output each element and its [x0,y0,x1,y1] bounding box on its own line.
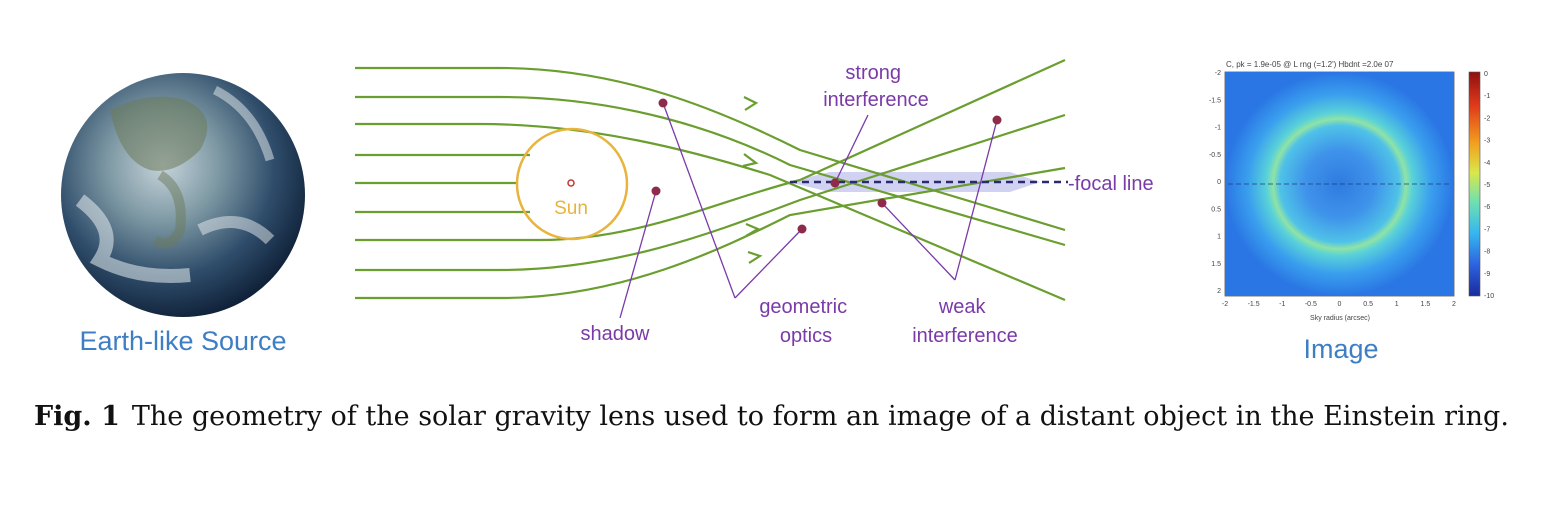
ring-x-tick-label: 1 [1395,301,1399,308]
ring-y-tick-label: 1 [1217,234,1221,241]
earth-image [61,73,305,317]
geometric-optics-label: geometric optics [759,296,852,347]
colorbar-tick-label: -8 [1484,249,1490,256]
image-label: Image [1303,334,1378,364]
ring-x-tick-label: -0.5 [1305,301,1317,308]
sun-label: Sun [554,198,588,219]
ring-y-tick-label: -2 [1215,70,1221,77]
caption-label: Fig. 1 [34,401,120,432]
ring-y-tick-label: 0.5 [1211,206,1221,213]
colorbar-tick-label: -5 [1484,182,1490,189]
ring-x-tick-label: -2 [1222,301,1228,308]
ring-x-tick-label: 0 [1338,301,1342,308]
colorbar [1468,71,1481,297]
colorbar-tick-label: -4 [1484,160,1490,167]
weak-interference-label: weak interference [912,296,1018,347]
light-rays [355,58,1066,302]
ring-x-ticks: -2 -1.5 -1 -0.5 0 0.5 1 1.5 2 [1222,301,1456,308]
ray-arrows [742,96,763,264]
ring-y-tick-label: 0 [1217,179,1221,186]
colorbar-ticks: 0 -1 -2 -3 -4 -5 -6 -7 -8 -9 -10 [1484,71,1494,300]
colorbar-tick-label: -9 [1484,271,1490,278]
figure-caption: Fig. 1 The geometry of the solar gravity … [34,398,1524,435]
shadow-label: shadow [581,323,650,345]
colorbar-tick-label: -2 [1484,115,1490,122]
ring-x-tick-label: 2 [1452,301,1456,308]
ring-y-tick-label: -1 [1215,125,1221,132]
colorbar-tick-label: 0 [1484,71,1488,78]
sun-circle [515,127,629,241]
sun-center [567,179,575,187]
strong-interference-label: strong interference [823,62,929,111]
ring-y-tick-label: -1.5 [1209,97,1221,104]
annotation-lines [619,102,998,319]
ring-y-tick-label: 1.5 [1211,261,1221,268]
ring-x-tick-label: -1 [1279,301,1285,308]
colorbar-tick-label: -6 [1484,204,1490,211]
annotation-dots [651,98,1002,234]
image-header: C, pk = 1.9e-05 @ L rng (=1.2') Hbdnt =2… [1226,60,1394,69]
ring-x-tick-label: 0.5 [1363,301,1373,308]
ring-x-tick-label: 1.5 [1421,301,1431,308]
colorbar-tick-label: -10 [1484,293,1494,300]
ring-plot [1225,72,1454,296]
colorbar-tick-label: -3 [1484,138,1490,145]
ring-y-tick-label: 2 [1217,288,1221,295]
ring-y-ticks: -2 -1.5 -1 -0.5 0 0.5 1 1.5 2 [1209,70,1221,295]
lens-figure: Earth-like Source Sun [61,58,1494,364]
earth-label: Earth-like Source [79,326,286,356]
ring-x-tick-label: -1.5 [1248,301,1260,308]
colorbar-tick-label: -7 [1484,226,1490,233]
ring-y-tick-label: -0.5 [1209,152,1221,159]
focal-line-label: -focal line [1068,173,1154,195]
caption-text: The geometry of the solar gravity lens u… [131,401,1509,432]
ring-x-label: Sky radius (arcsec) [1310,315,1370,322]
colorbar-tick-label: -1 [1484,93,1490,100]
